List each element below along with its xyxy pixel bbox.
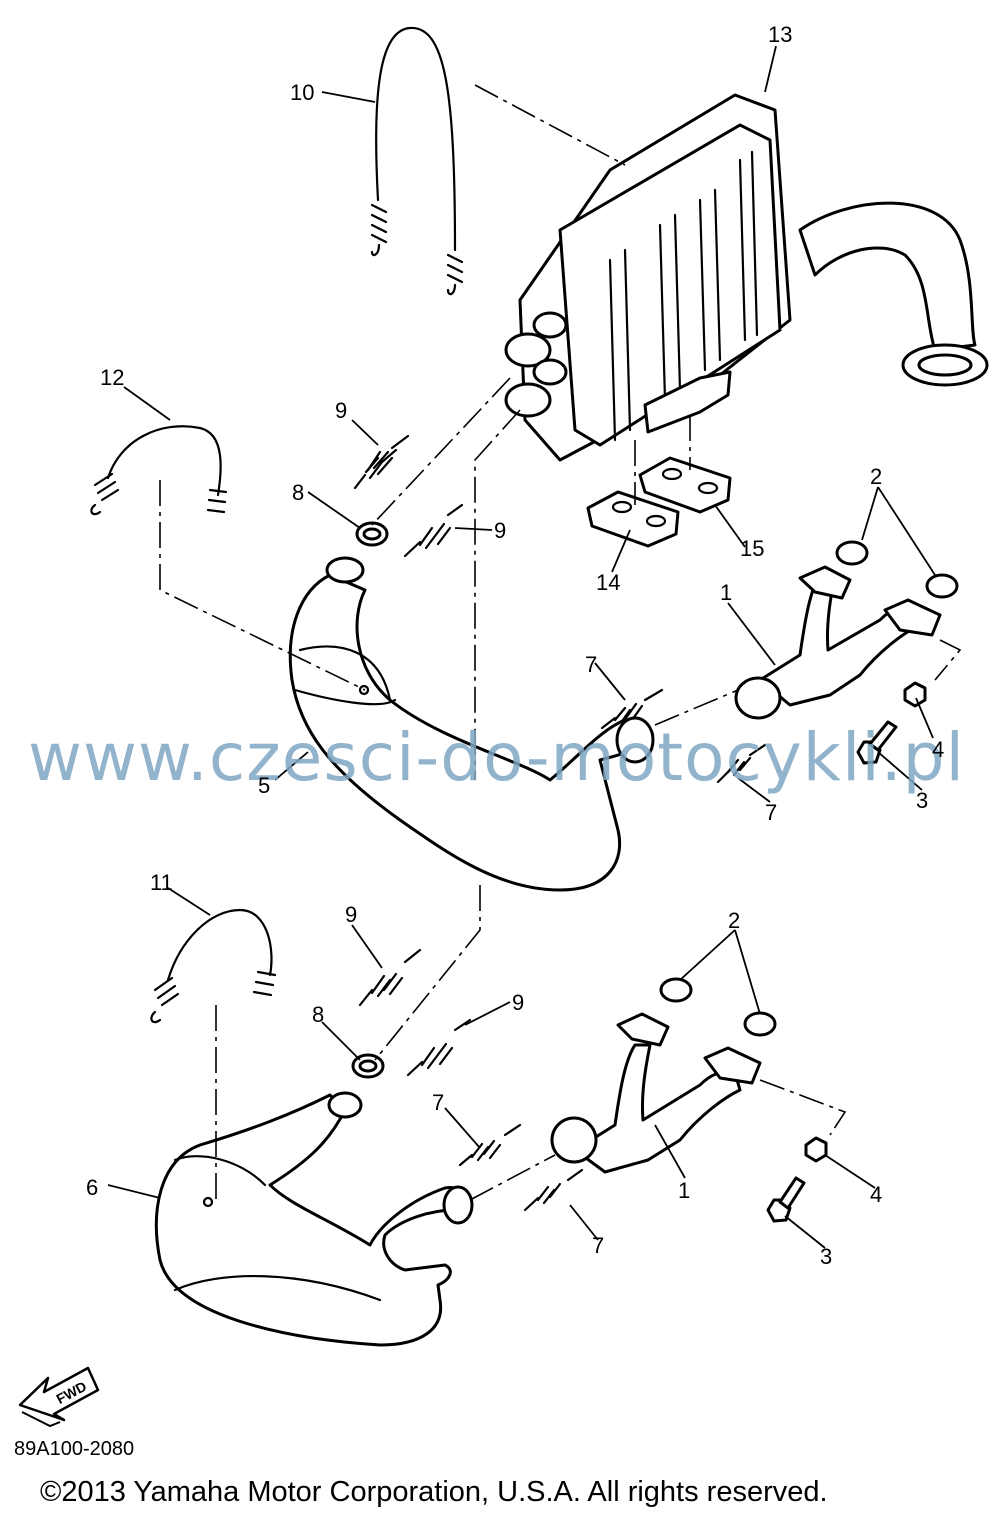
callout-15: 15 bbox=[740, 536, 764, 561]
spring-part-7-upper-b bbox=[716, 743, 767, 784]
callout-8: 8 bbox=[292, 480, 304, 505]
assembly-centerlines bbox=[159, 84, 962, 1201]
callout-5: 5 bbox=[258, 773, 270, 798]
spring-part-9-lower-b bbox=[406, 1018, 472, 1077]
callout-labels: 13 10 12 9 8 9 2 14 15 1 7 4 5 7 3 11 9 … bbox=[86, 22, 944, 1269]
callout-1: 1 bbox=[678, 1178, 690, 1203]
callout-7: 7 bbox=[592, 1233, 604, 1258]
expansion-chamber-part-5 bbox=[288, 556, 655, 892]
callout-3: 3 bbox=[916, 788, 928, 813]
callout-leaders bbox=[107, 45, 936, 1249]
spring-part-7-upper-a bbox=[600, 688, 664, 730]
callout-7: 7 bbox=[765, 800, 777, 825]
spring-part-9-lower-a bbox=[358, 948, 422, 1007]
callout-13: 13 bbox=[768, 22, 792, 47]
manifold-part-1-lower bbox=[550, 1012, 762, 1174]
silencer-part-13 bbox=[504, 93, 989, 462]
callout-9: 9 bbox=[335, 398, 347, 423]
washer-part-2-upper bbox=[835, 540, 959, 599]
diagram-code: 89A100-2080 bbox=[14, 1438, 135, 1460]
spring-part-12 bbox=[90, 425, 228, 516]
spring-part-9-upper-b bbox=[403, 503, 464, 558]
callout-9: 9 bbox=[345, 902, 357, 927]
callout-2: 2 bbox=[728, 908, 740, 933]
callout-10: 10 bbox=[290, 80, 314, 105]
manifold-part-1-upper bbox=[734, 565, 942, 720]
callout-11: 11 bbox=[150, 870, 173, 895]
spring-part-7-lower-b bbox=[523, 1168, 584, 1212]
bolt-part-3-lower bbox=[766, 1176, 806, 1223]
callout-4: 4 bbox=[870, 1182, 882, 1207]
spring-part-11 bbox=[150, 908, 277, 1024]
bracket-part-15 bbox=[638, 456, 732, 514]
callout-7: 7 bbox=[432, 1090, 444, 1115]
callout-12: 12 bbox=[100, 365, 124, 390]
watermark-text: www.czesci-do-motocykli.pl bbox=[28, 719, 965, 796]
callout-4: 4 bbox=[932, 737, 944, 762]
callout-6: 6 bbox=[86, 1175, 98, 1200]
callout-14: 14 bbox=[596, 570, 620, 595]
gasket-part-8-upper bbox=[355, 521, 389, 547]
copyright-notice: ©2013 Yamaha Motor Corporation, U.S.A. A… bbox=[40, 1476, 828, 1508]
nut-part-4-lower bbox=[804, 1136, 828, 1163]
spring-part-10 bbox=[370, 26, 464, 296]
fwd-arrow-icon: FWD bbox=[18, 1366, 100, 1428]
callout-1: 1 bbox=[720, 580, 732, 605]
callout-7: 7 bbox=[585, 652, 597, 677]
callout-8: 8 bbox=[312, 1002, 324, 1027]
bracket-part-14 bbox=[586, 490, 680, 548]
expansion-chamber-part-6 bbox=[154, 1091, 474, 1347]
spring-part-9-upper-a bbox=[353, 434, 410, 490]
gasket-part-8-lower bbox=[351, 1053, 385, 1079]
bolt-part-3-upper bbox=[856, 720, 898, 765]
callout-2: 2 bbox=[870, 464, 882, 489]
spring-part-7-lower-a bbox=[458, 1123, 522, 1167]
washer-part-2-lower bbox=[659, 977, 777, 1037]
callout-9: 9 bbox=[494, 518, 506, 543]
nut-part-4-upper bbox=[903, 681, 927, 708]
callout-9: 9 bbox=[512, 990, 524, 1015]
callout-3: 3 bbox=[820, 1244, 832, 1269]
